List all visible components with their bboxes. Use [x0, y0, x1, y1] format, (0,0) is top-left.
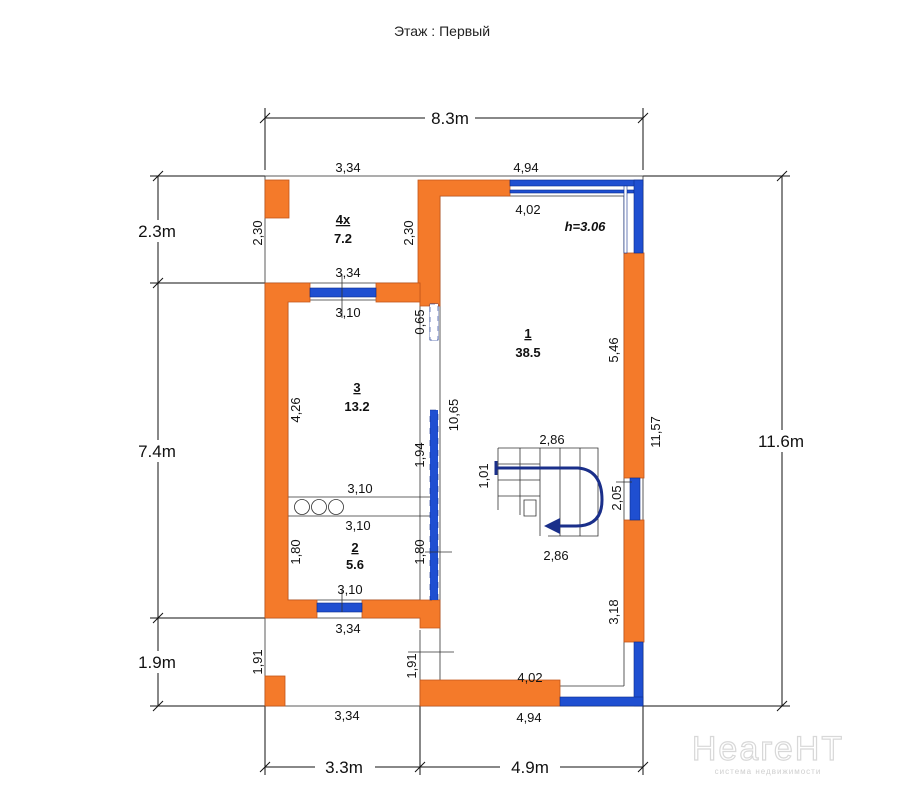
overall-height-dimension: 11.6m [643, 170, 812, 712]
ceiling-height: h=3.06 [565, 219, 607, 234]
building-outline [264, 175, 644, 707]
tick-marks [341, 274, 632, 653]
fixture-circles [294, 499, 344, 515]
dim-label: 2,86 [539, 432, 564, 447]
dim-label: 5,46 [606, 337, 621, 362]
dim-label: 0,65 [412, 309, 427, 334]
dim-label: 4,94 [513, 160, 538, 175]
dim-label: 1,91 [250, 649, 265, 674]
dim-label: 2,30 [401, 220, 416, 245]
left-mid-label: 7.4m [138, 442, 176, 461]
room-2: 2 5.6 [346, 540, 364, 572]
dim-label: 11,57 [648, 416, 663, 448]
dim-label: 2,30 [250, 220, 265, 245]
room-area: 38.5 [515, 345, 540, 360]
height-label: 11.6m [758, 432, 804, 451]
bottom-dimension-chain: 3.3m 4.9m [259, 706, 649, 777]
watermark-brand: НеагеНТ [692, 730, 844, 768]
dim-label: 1,80 [288, 539, 303, 564]
dim-label: 3,10 [337, 582, 362, 597]
staircase [494, 447, 604, 537]
room-number: 3 [353, 380, 360, 395]
dim-label: 3,10 [335, 305, 360, 320]
dim-label: 4,26 [288, 397, 303, 422]
dim-label: 3,34 [335, 265, 360, 280]
room-4x: 4х 7.2 [334, 212, 352, 246]
left-dimension-chain: 2.3m 7.4m 1.9m [128, 170, 265, 712]
room-3: 3 13.2 [344, 380, 369, 414]
room-dimensions: 3,34 4,94 4,02 2,30 2,30 3,34 3,10 0,65 … [250, 160, 663, 725]
left-bottom-label: 1.9m [138, 653, 176, 672]
bottom-left-label: 3.3m [325, 758, 363, 777]
dim-label: 3,10 [347, 481, 372, 496]
floor-title: Этаж : Первый [394, 23, 490, 39]
dim-label: 3,10 [345, 518, 370, 533]
dim-label: 4,02 [515, 202, 540, 217]
room-area: 5.6 [346, 557, 364, 572]
dim-label: 1,94 [412, 442, 427, 467]
dim-label: 1,80 [412, 539, 427, 564]
room-1: 1 38.5 [515, 326, 540, 360]
watermark-tagline: система недвижимости [715, 767, 822, 776]
dim-label: 2,05 [609, 485, 624, 510]
room-number: 2 [351, 540, 358, 555]
walls [264, 179, 645, 707]
dim-label: 4,94 [516, 710, 541, 725]
dim-label: 2,86 [543, 548, 568, 563]
dim-label: 3,34 [335, 160, 360, 175]
room-area: 13.2 [344, 399, 369, 414]
dim-label: 3,18 [606, 599, 621, 624]
room-area: 7.2 [334, 231, 352, 246]
dim-label: 1,91 [404, 653, 419, 678]
overall-width-dimension: 8.3m [259, 108, 649, 170]
dim-label: 3,34 [335, 621, 360, 636]
dim-label: 10,65 [446, 399, 461, 432]
dim-label: 3,34 [334, 708, 359, 723]
width-label: 8.3m [431, 109, 469, 128]
dim-label: 4,02 [517, 670, 542, 685]
bottom-right-label: 4.9m [511, 758, 549, 777]
room-number: 1 [524, 326, 531, 341]
room-number: 4х [336, 212, 351, 227]
left-top-label: 2.3m [138, 222, 176, 241]
dim-label: 1,01 [476, 463, 491, 488]
windows [309, 179, 644, 707]
stair-arrow-icon [496, 466, 604, 528]
watermark-logo: НеагеНТ система недвижимости [691, 729, 844, 776]
